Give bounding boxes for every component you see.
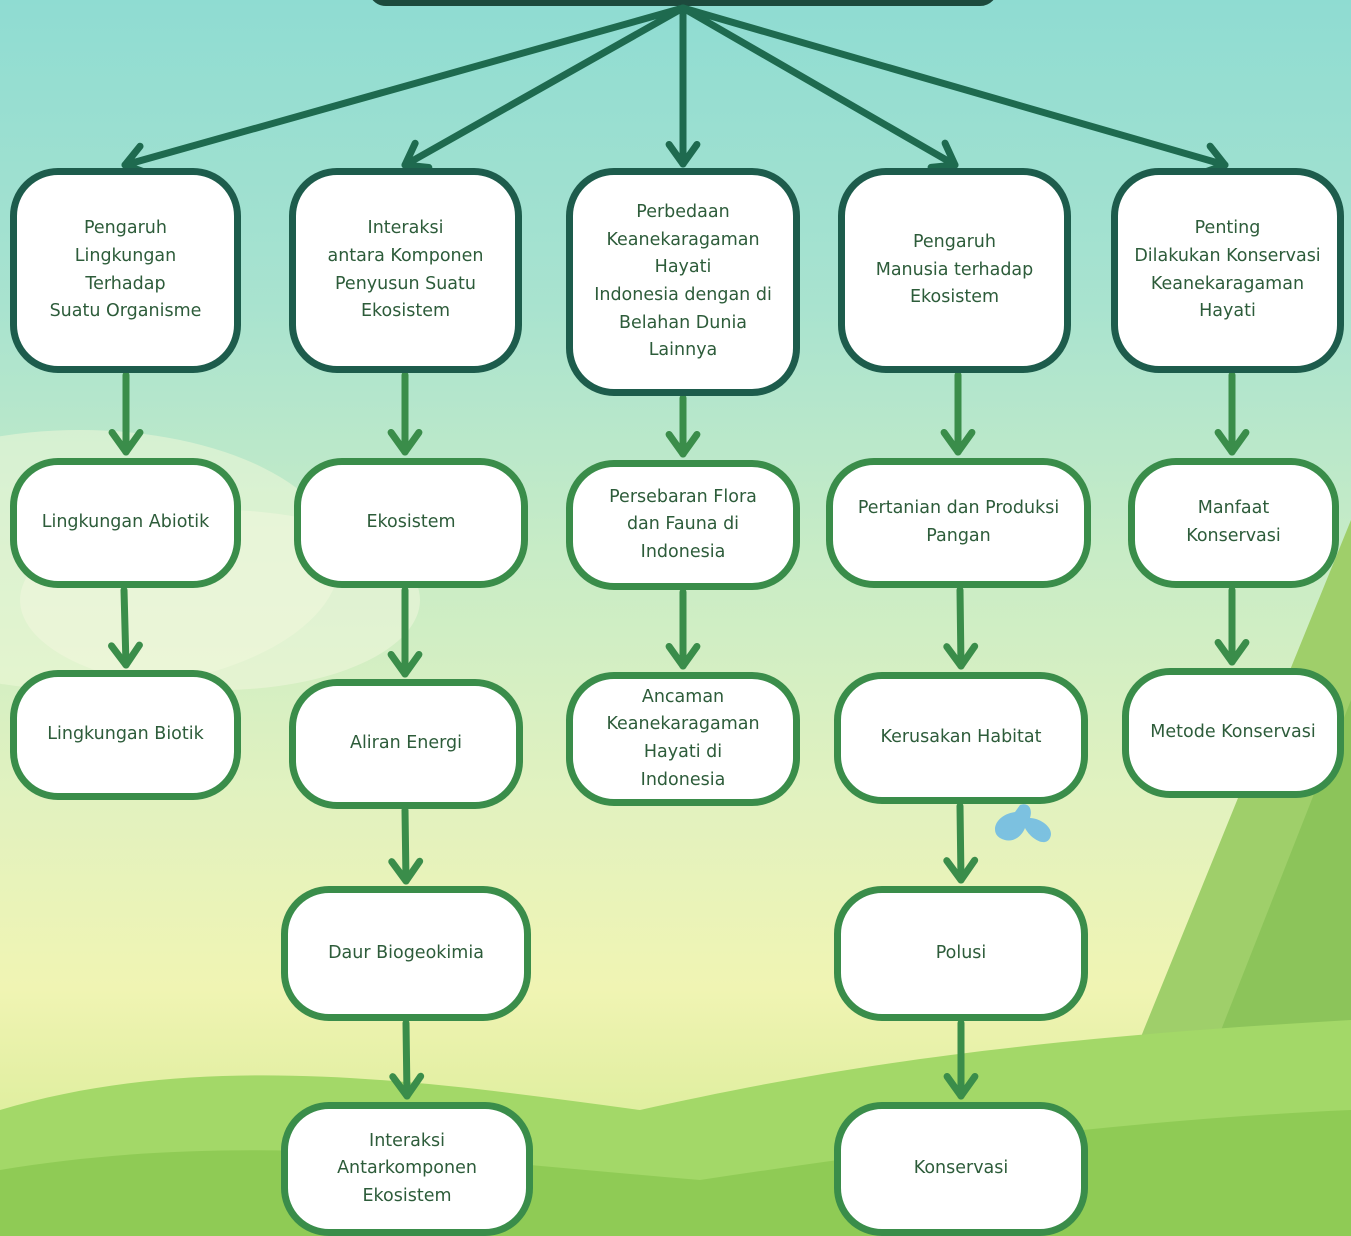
down-arrow-10 — [943, 586, 979, 670]
down-arrow-5 — [388, 806, 424, 885]
down-arrow-11 — [943, 802, 979, 884]
top-arrow-2 — [401, 4, 687, 172]
down-arrow-14 — [1214, 586, 1250, 666]
node-interaksi-antarkomponen: Interaksi Antarkomponen Ekosistem — [281, 1102, 533, 1236]
down-arrow-3 — [387, 371, 423, 456]
node-lingkungan-biotik: Lingkungan Biotik — [10, 670, 241, 800]
down-arrow-7 — [665, 394, 701, 458]
down-arrow-4 — [387, 586, 423, 678]
down-arrow-12 — [943, 1019, 979, 1100]
node-ekosistem: Ekosistem — [294, 458, 528, 588]
branch-heading-4: Pengaruh Manusia terhadap Ekosistem — [838, 168, 1071, 373]
node-daur-biogeokimia: Daur Biogeokimia — [281, 886, 531, 1021]
top-arrow-1 — [121, 4, 687, 177]
down-arrow-13 — [1214, 371, 1250, 456]
node-metode-konservasi: Metode Konservasi — [1122, 668, 1344, 798]
top-arrow-3 — [665, 4, 701, 168]
node-konservasi: Konservasi — [834, 1102, 1088, 1236]
branch-heading-3: Perbedaan Keanekaragaman Hayati Indonesi… — [566, 168, 800, 396]
down-arrow-8 — [665, 588, 701, 670]
down-arrow-6 — [389, 1019, 425, 1100]
node-lingkungan-abiotik: Lingkungan Abiotik — [10, 458, 241, 588]
branch-heading-1: Pengaruh Lingkungan Terhadap Suatu Organ… — [10, 168, 241, 373]
butterfly-icon — [995, 804, 1051, 843]
down-arrow-2 — [108, 586, 143, 669]
top-arrow-4 — [679, 4, 959, 171]
top-arrow-5 — [679, 4, 1229, 177]
branch-heading-2: Interaksi antara Komponen Penyusun Suatu… — [289, 168, 522, 373]
down-arrow-9 — [940, 371, 976, 456]
node-aliran-energi: Aliran Energi — [289, 679, 523, 809]
down-arrow-1 — [108, 371, 144, 456]
branch-heading-5: Penting Dilakukan Konservasi Keanekaraga… — [1111, 168, 1344, 373]
node-ancaman-keanekaragaman: Ancaman Keanekaragaman Hayati di Indones… — [566, 672, 800, 806]
node-polusi: Polusi — [834, 886, 1088, 1021]
node-kerusakan-habitat: Kerusakan Habitat — [834, 672, 1088, 804]
node-pertanian-produksi-pangan: Pertanian dan Produksi Pangan — [826, 458, 1091, 588]
node-persebaran-flora-fauna: Persebaran Flora dan Fauna di Indonesia — [566, 460, 800, 590]
node-manfaat-konservasi: Manfaat Konservasi — [1128, 458, 1339, 588]
